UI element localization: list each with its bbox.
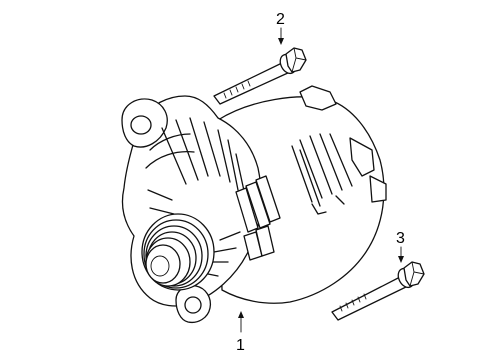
pulley [141, 213, 215, 291]
callout-1: 1 [236, 311, 245, 354]
callout-2: 2 [276, 11, 285, 45]
upper-bolt [213, 47, 307, 105]
callout-label-1: 1 [236, 337, 245, 354]
lower-bolt [331, 261, 425, 321]
side-slots [235, 175, 281, 261]
callout-label-3: 3 [396, 230, 405, 247]
callout-label-2: 2 [276, 11, 285, 28]
rear-cooling-slots [291, 133, 353, 215]
alternator [121, 85, 387, 324]
callout-3: 3 [396, 230, 405, 263]
